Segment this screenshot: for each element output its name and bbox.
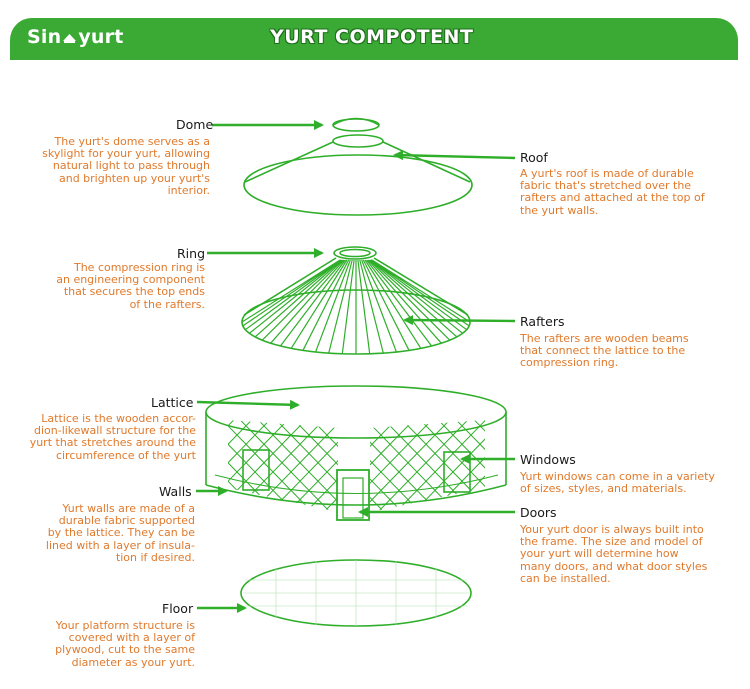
rafters-drawing	[241, 257, 471, 355]
label-ring: Ring	[177, 246, 206, 261]
label-walls: Walls	[159, 484, 192, 499]
yurt-roof-icon	[63, 34, 77, 43]
label-windows: Windows	[520, 452, 576, 467]
logo-text-post: yurt	[78, 26, 124, 48]
desc-roof: A yurt's roof is made of durable fabric …	[520, 167, 705, 217]
roof-drawing	[243, 134, 473, 216]
logo-text-pre: Sin	[27, 26, 62, 48]
desc-doors: Your yurt door is always built into the …	[520, 523, 708, 585]
arrow-lattice	[196, 399, 300, 410]
label-dome: Dome	[176, 117, 214, 132]
page-title: YURT COMPOTENT	[270, 26, 474, 48]
label-doors: Doors	[520, 505, 557, 520]
ring-drawing	[333, 246, 377, 260]
dome-drawing	[332, 117, 380, 132]
floor-drawing	[240, 559, 472, 627]
walls-drawing	[205, 385, 507, 521]
desc-dome: The yurt's dome serves as a skylight for…	[42, 135, 210, 197]
arrow-rafters	[403, 315, 516, 326]
label-lattice: Lattice	[151, 395, 194, 410]
label-floor: Floor	[162, 601, 194, 616]
desc-windows: Yurt windows can come in a variety of si…	[520, 470, 715, 496]
desc-lattice: Lattice is the wooden accor- dion-likewa…	[29, 412, 196, 462]
label-roof: Roof	[520, 150, 548, 165]
arrow-roof	[393, 150, 516, 161]
desc-floor: Your platform structure is covered with …	[55, 619, 195, 669]
desc-walls: Yurt walls are made of a durable fabric …	[45, 502, 195, 564]
label-rafters: Rafters	[520, 314, 565, 329]
desc-rafters: The rafters are wooden beams that connec…	[520, 332, 689, 370]
desc-ring: The compression ring is an engineering c…	[56, 261, 205, 311]
